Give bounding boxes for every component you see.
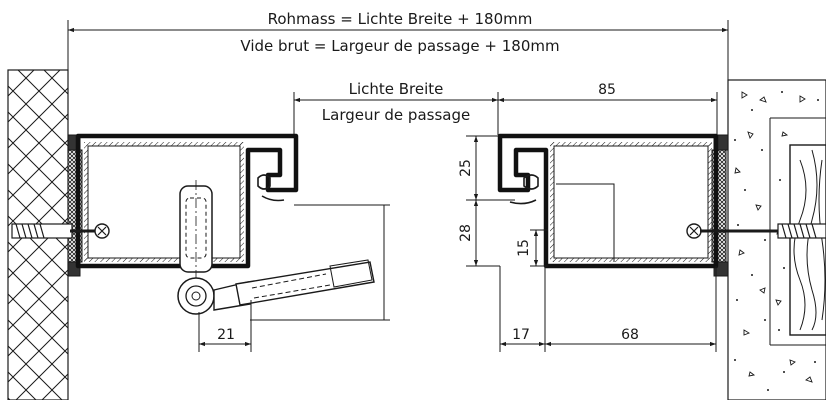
lichte-breite-label: Lichte Breite	[349, 80, 444, 98]
rohmass-label: Rohmass = Lichte Breite + 180mm	[268, 10, 533, 28]
dim-28-label: 28	[458, 224, 474, 242]
right-frame-profile	[497, 133, 826, 277]
dim-15-label: 15	[516, 239, 532, 257]
dimension-21: 21	[198, 300, 252, 352]
overall-dimension: Rohmass = Lichte Breite + 180mm Vide bru…	[67, 10, 729, 82]
dim-21-label: 21	[217, 327, 235, 343]
right-wall	[727, 79, 826, 400]
vide-brut-label: Vide brut = Largeur de passage + 180mm	[240, 37, 559, 55]
largeur-passage-label: Largeur de passage	[322, 106, 470, 124]
vertical-dimensions: 25 28 15	[458, 135, 548, 267]
dimension-85: 85	[497, 82, 718, 135]
dim-85-label: 85	[598, 82, 616, 98]
clear-width-dimension: Lichte Breite Largeur de passage	[293, 80, 498, 135]
dim-17-label: 17	[512, 327, 530, 343]
dim-25-label: 25	[458, 159, 474, 177]
left-frame-profile	[11, 133, 390, 321]
bottom-dimensions: 17 68	[499, 266, 717, 352]
dim-68-label: 68	[621, 327, 639, 343]
